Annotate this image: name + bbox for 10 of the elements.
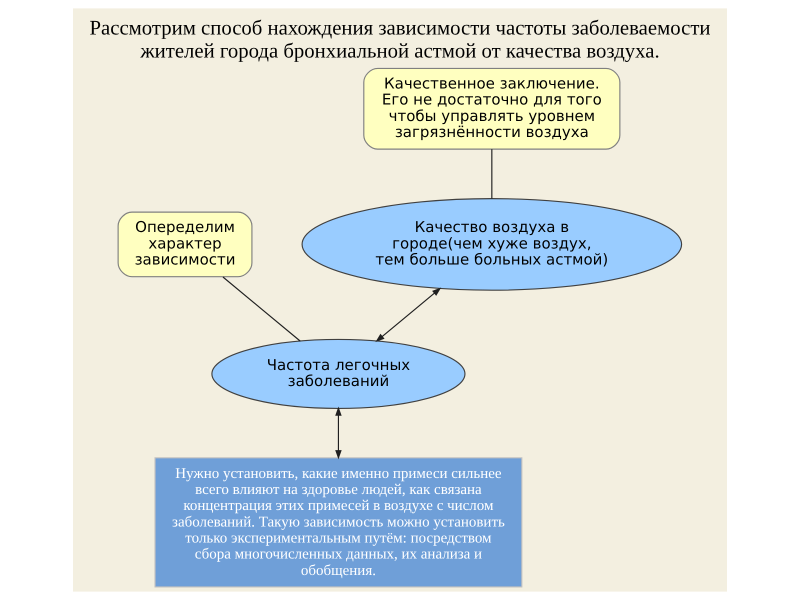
arrow <box>375 288 442 342</box>
node-box: Опеределим характер зависимости <box>118 212 252 278</box>
connector <box>222 276 301 342</box>
arrow <box>335 406 342 460</box>
node-ellipse: Качество воздуха в городе(чем хуже воздух, тем больше больных астмой) <box>302 198 682 291</box>
connector <box>491 149 492 199</box>
node-ellipse: Частота легочных заболеваний <box>211 338 466 409</box>
diagram-title: Рассмотрим способ нахождения зависимости частоты заболеваемости жителей города бронхиальной астмой от качества воздуха. <box>90 17 710 62</box>
node-box: Качественное заключение. Его не достаточно для того чтобы управлять уровнем загрязнённости воздуха <box>363 68 620 150</box>
node-box: Нужно установить, какие именно примеси сильнее всего влияют на здоровье людей, как связана концентрация этих примесей в воздухе с числом заболеваний. Такую зависимость можно установить только экспериментальным путём: посредством сбора многочисленных данных, их анализа и обобщения. <box>154 457 522 588</box>
